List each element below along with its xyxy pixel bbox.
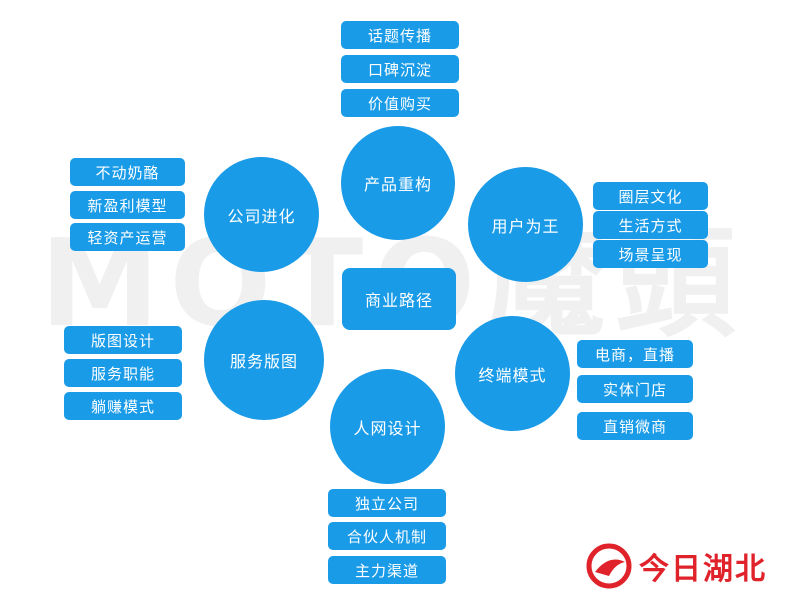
network-item-2: 合伙人机制 [328,522,446,550]
company-node: 公司进化 [204,157,319,272]
network-item-1: 独立公司 [328,489,446,517]
service-item-2: 服务职能 [64,359,182,387]
network-item-3: 主力渠道 [328,556,446,584]
user-item-2: 生活方式 [593,211,708,239]
center-node: 商业路径 [342,268,456,330]
company-item-2: 新盈利模型 [70,191,185,219]
product-node: 产品重构 [341,126,455,240]
product-item-2: 口碑沉淀 [341,55,459,83]
user-item-1: 圈层文化 [593,182,708,210]
service-item-1: 版图设计 [64,326,182,354]
terminal-item-1: 电商，直播 [577,340,693,368]
network-node: 人网设计 [330,369,445,484]
logo-text: 今日湖北 [639,552,767,587]
service-node: 服务版图 [204,300,324,420]
company-item-3: 轻资产运营 [70,223,185,251]
product-item-1: 话题传播 [341,21,459,49]
terminal-item-3: 直销微商 [577,412,693,440]
user-item-3: 场景呈现 [593,240,708,268]
terminal-node: 终端模式 [455,316,570,431]
user-node: 用户为王 [468,167,583,282]
terminal-item-2: 实体门店 [577,375,693,403]
logo-emblem-icon [586,543,632,589]
logo: 今日湖北 [585,538,795,594]
service-item-3: 躺赚模式 [64,392,182,420]
product-item-3: 价值购买 [341,89,459,117]
company-item-1: 不动奶酪 [70,158,185,186]
